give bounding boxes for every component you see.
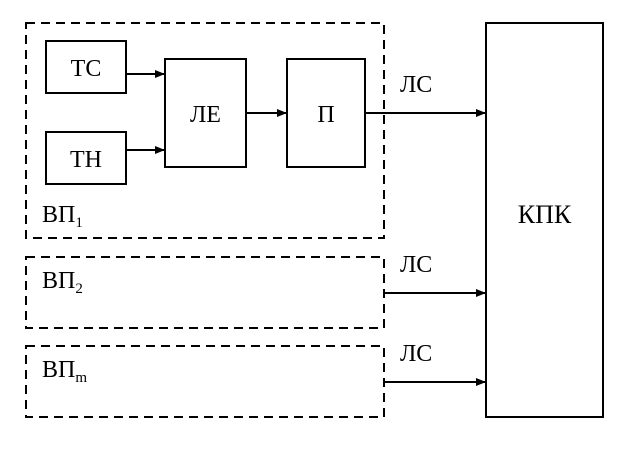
ts-label: ТС <box>71 56 102 82</box>
link-label-1: ЛС <box>400 72 432 98</box>
tn-label: ТН <box>70 147 102 173</box>
group-m-label: ВПm <box>42 357 87 386</box>
group-m-label-main: ВП <box>42 357 75 383</box>
tn-block <box>45 131 127 185</box>
p-label: П <box>317 102 334 128</box>
link-label-3: ЛС <box>400 341 432 367</box>
group-1-label: ВП1 <box>42 202 83 231</box>
kpk-block <box>485 22 604 418</box>
group-m-label-sub: m <box>75 370 87 386</box>
kpk-label: КПК <box>518 200 572 229</box>
group-2-label-sub: 2 <box>75 281 83 297</box>
link-label-2: ЛС <box>400 252 432 278</box>
le-label: ЛЕ <box>190 102 221 128</box>
group-2-label: ВП2 <box>42 268 83 297</box>
group-1-frame <box>25 22 385 239</box>
group-1-label-sub: 1 <box>75 215 83 231</box>
le-block <box>164 58 247 168</box>
p-block <box>286 58 366 168</box>
group-2-label-main: ВП <box>42 268 75 294</box>
group-1-label-main: ВП <box>42 202 75 228</box>
ts-block <box>45 40 127 94</box>
